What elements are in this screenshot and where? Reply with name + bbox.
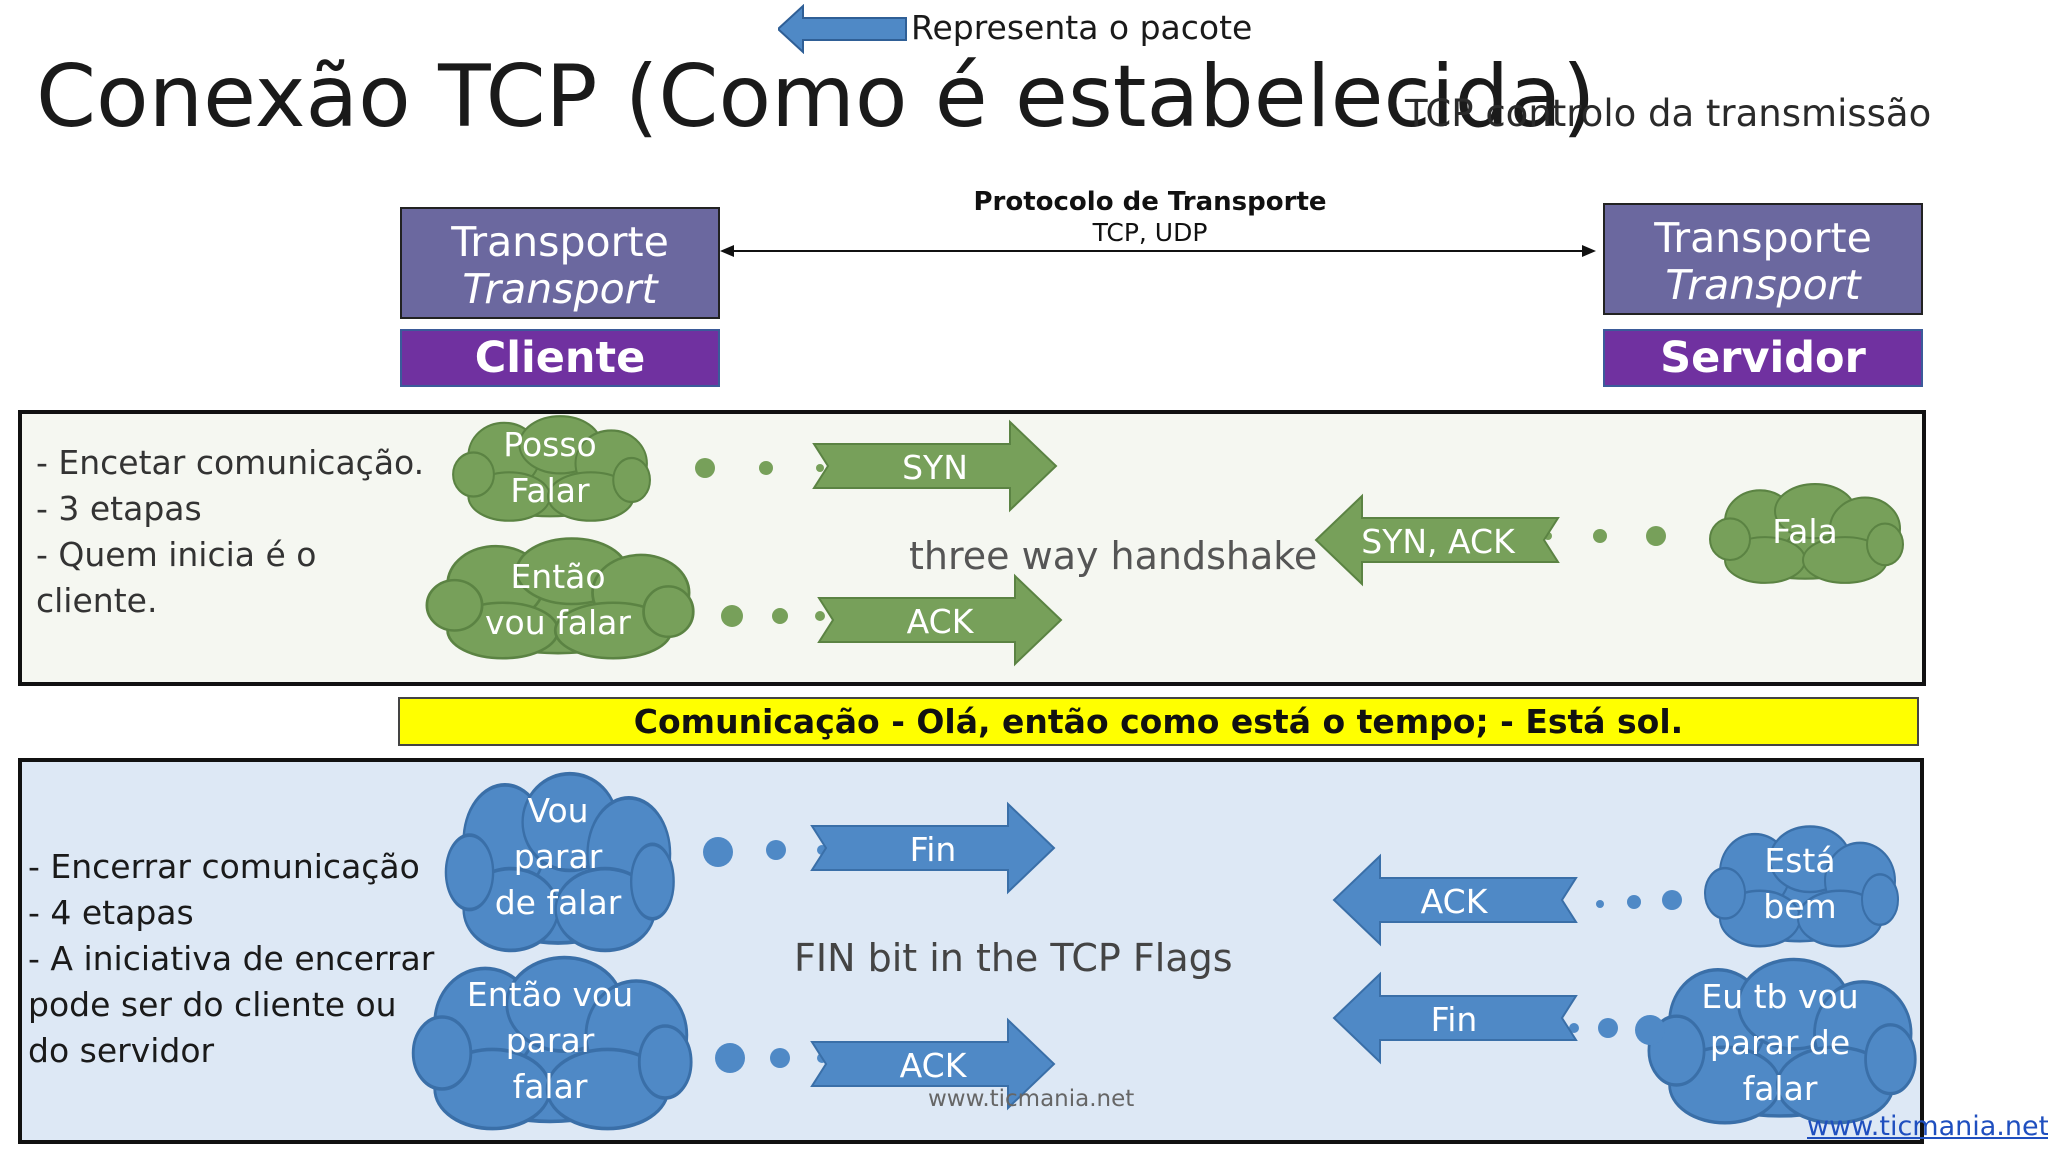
fin-arrow [1332,971,1578,1065]
ack-label: ACK [1420,882,1488,921]
handshake-note: - Encetar comunicação. [36,443,425,482]
handshake-note: cliente. [36,581,158,620]
cloud-line: falar [1742,1069,1818,1108]
client-transport-box: Transporte Transport [400,207,720,319]
server-role-box: Servidor [1603,329,1923,387]
cloud-text: Então vou falar [420,554,696,646]
server-layer-name-en: Transport [1665,261,1861,310]
fin-label: Fin [909,830,957,869]
cloud-icon [444,771,675,953]
synack-label: SYN, ACK [1361,522,1515,561]
cloud-line: Está [1764,841,1836,880]
cloud-icon [452,415,651,522]
cloud-line: de falar [494,883,622,922]
handshake-notes: - Encetar comunicação. - 3 etapas - Quem… [36,440,424,624]
cloud-line: Vou [527,791,589,830]
ack-label: ACK [899,1046,967,1085]
ack-arrow [817,573,1063,667]
communication-banner: Comunicação - Olá, então como está o tem… [398,697,1919,746]
cloud-line: Falar [510,471,590,510]
cloud-text: Fala [1772,512,1838,551]
cloud-icon [1709,483,1904,584]
cloud-icon [411,955,693,1131]
cloud-line: Eu tb vou [1701,977,1859,1016]
cloud-icon [1647,957,1917,1125]
server-transport-box: Transporte Transport [1603,203,1923,315]
cloud-icon [1704,825,1899,948]
syn-label: SYN [902,448,968,487]
thought-dots [1544,526,1666,546]
client-role-box: Cliente [400,329,720,387]
cloud-line: parar [505,1021,595,1060]
termination-note: - A iniciativa de encerrar [28,939,435,978]
syn-arrow [812,419,1058,513]
cloud-text: Então vou parar falar [406,972,694,1110]
handshake-note: - Quem inicia é o [36,535,317,574]
termination-note: - 4 etapas [28,893,194,932]
thought-dots [721,605,825,627]
page-title: Conexão TCP (Como é estabelecida) [36,47,1596,147]
cloud-text: Posso Falar [448,422,652,514]
fin-arrow [810,801,1056,895]
protocol-double-arrow [720,245,1596,257]
watermark: www.ticmania.net [928,1086,1135,1112]
thought-dots [703,837,827,867]
cloud-line: parar de [1709,1023,1851,1062]
thought-dots [695,458,824,478]
cloud-text: Vou parar de falar [440,788,676,926]
page-subtitle: TCP controlo da transmissão [1405,92,1932,135]
cloud-line: parar [513,837,603,876]
synack-arrow [1314,493,1560,587]
client-layer-name-en: Transport [462,265,658,314]
cloud-line: Então [510,557,606,596]
fin-label: Fin [1430,1000,1478,1039]
server-layer-name: Transporte [1654,214,1872,262]
termination-notes: - Encerrar comunicação - 4 etapas - A in… [28,844,434,1074]
legend-arrow-icon [778,4,907,54]
termination-note: pode ser do cliente ou [28,985,397,1024]
ack-arrow [810,1017,1056,1111]
cloud-line: vou falar [485,603,631,642]
ack-label: ACK [906,602,974,641]
cloud-line: bem [1763,887,1837,926]
cloud-text: Está bem [1700,838,1900,930]
thought-dots [1569,1015,1665,1045]
handshake-caption: three way handshake [909,534,1318,578]
handshake-note: - 3 etapas [36,489,202,528]
cloud-line: Então vou [466,975,634,1014]
legend-label: Representa o pacote [911,8,1253,47]
cloud-line: Posso [503,425,597,464]
protocol-subtitle: TCP, UDP [1092,218,1208,247]
cloud-icon [425,537,695,660]
termination-note: do servidor [28,1031,215,1070]
watermark-link[interactable]: www.ticmania.net [1807,1111,2048,1142]
cloud-line: falar [512,1067,588,1106]
thought-dots [1596,890,1682,910]
client-layer-name: Transporte [451,218,669,266]
termination-note: - Encerrar comunicação [28,847,420,886]
protocol-title: Protocolo de Transporte [973,187,1327,217]
ack-arrow [1332,853,1578,947]
termination-caption: FIN bit in the TCP Flags [794,936,1233,980]
cloud-text: Eu tb vou parar de falar [1642,974,1918,1112]
